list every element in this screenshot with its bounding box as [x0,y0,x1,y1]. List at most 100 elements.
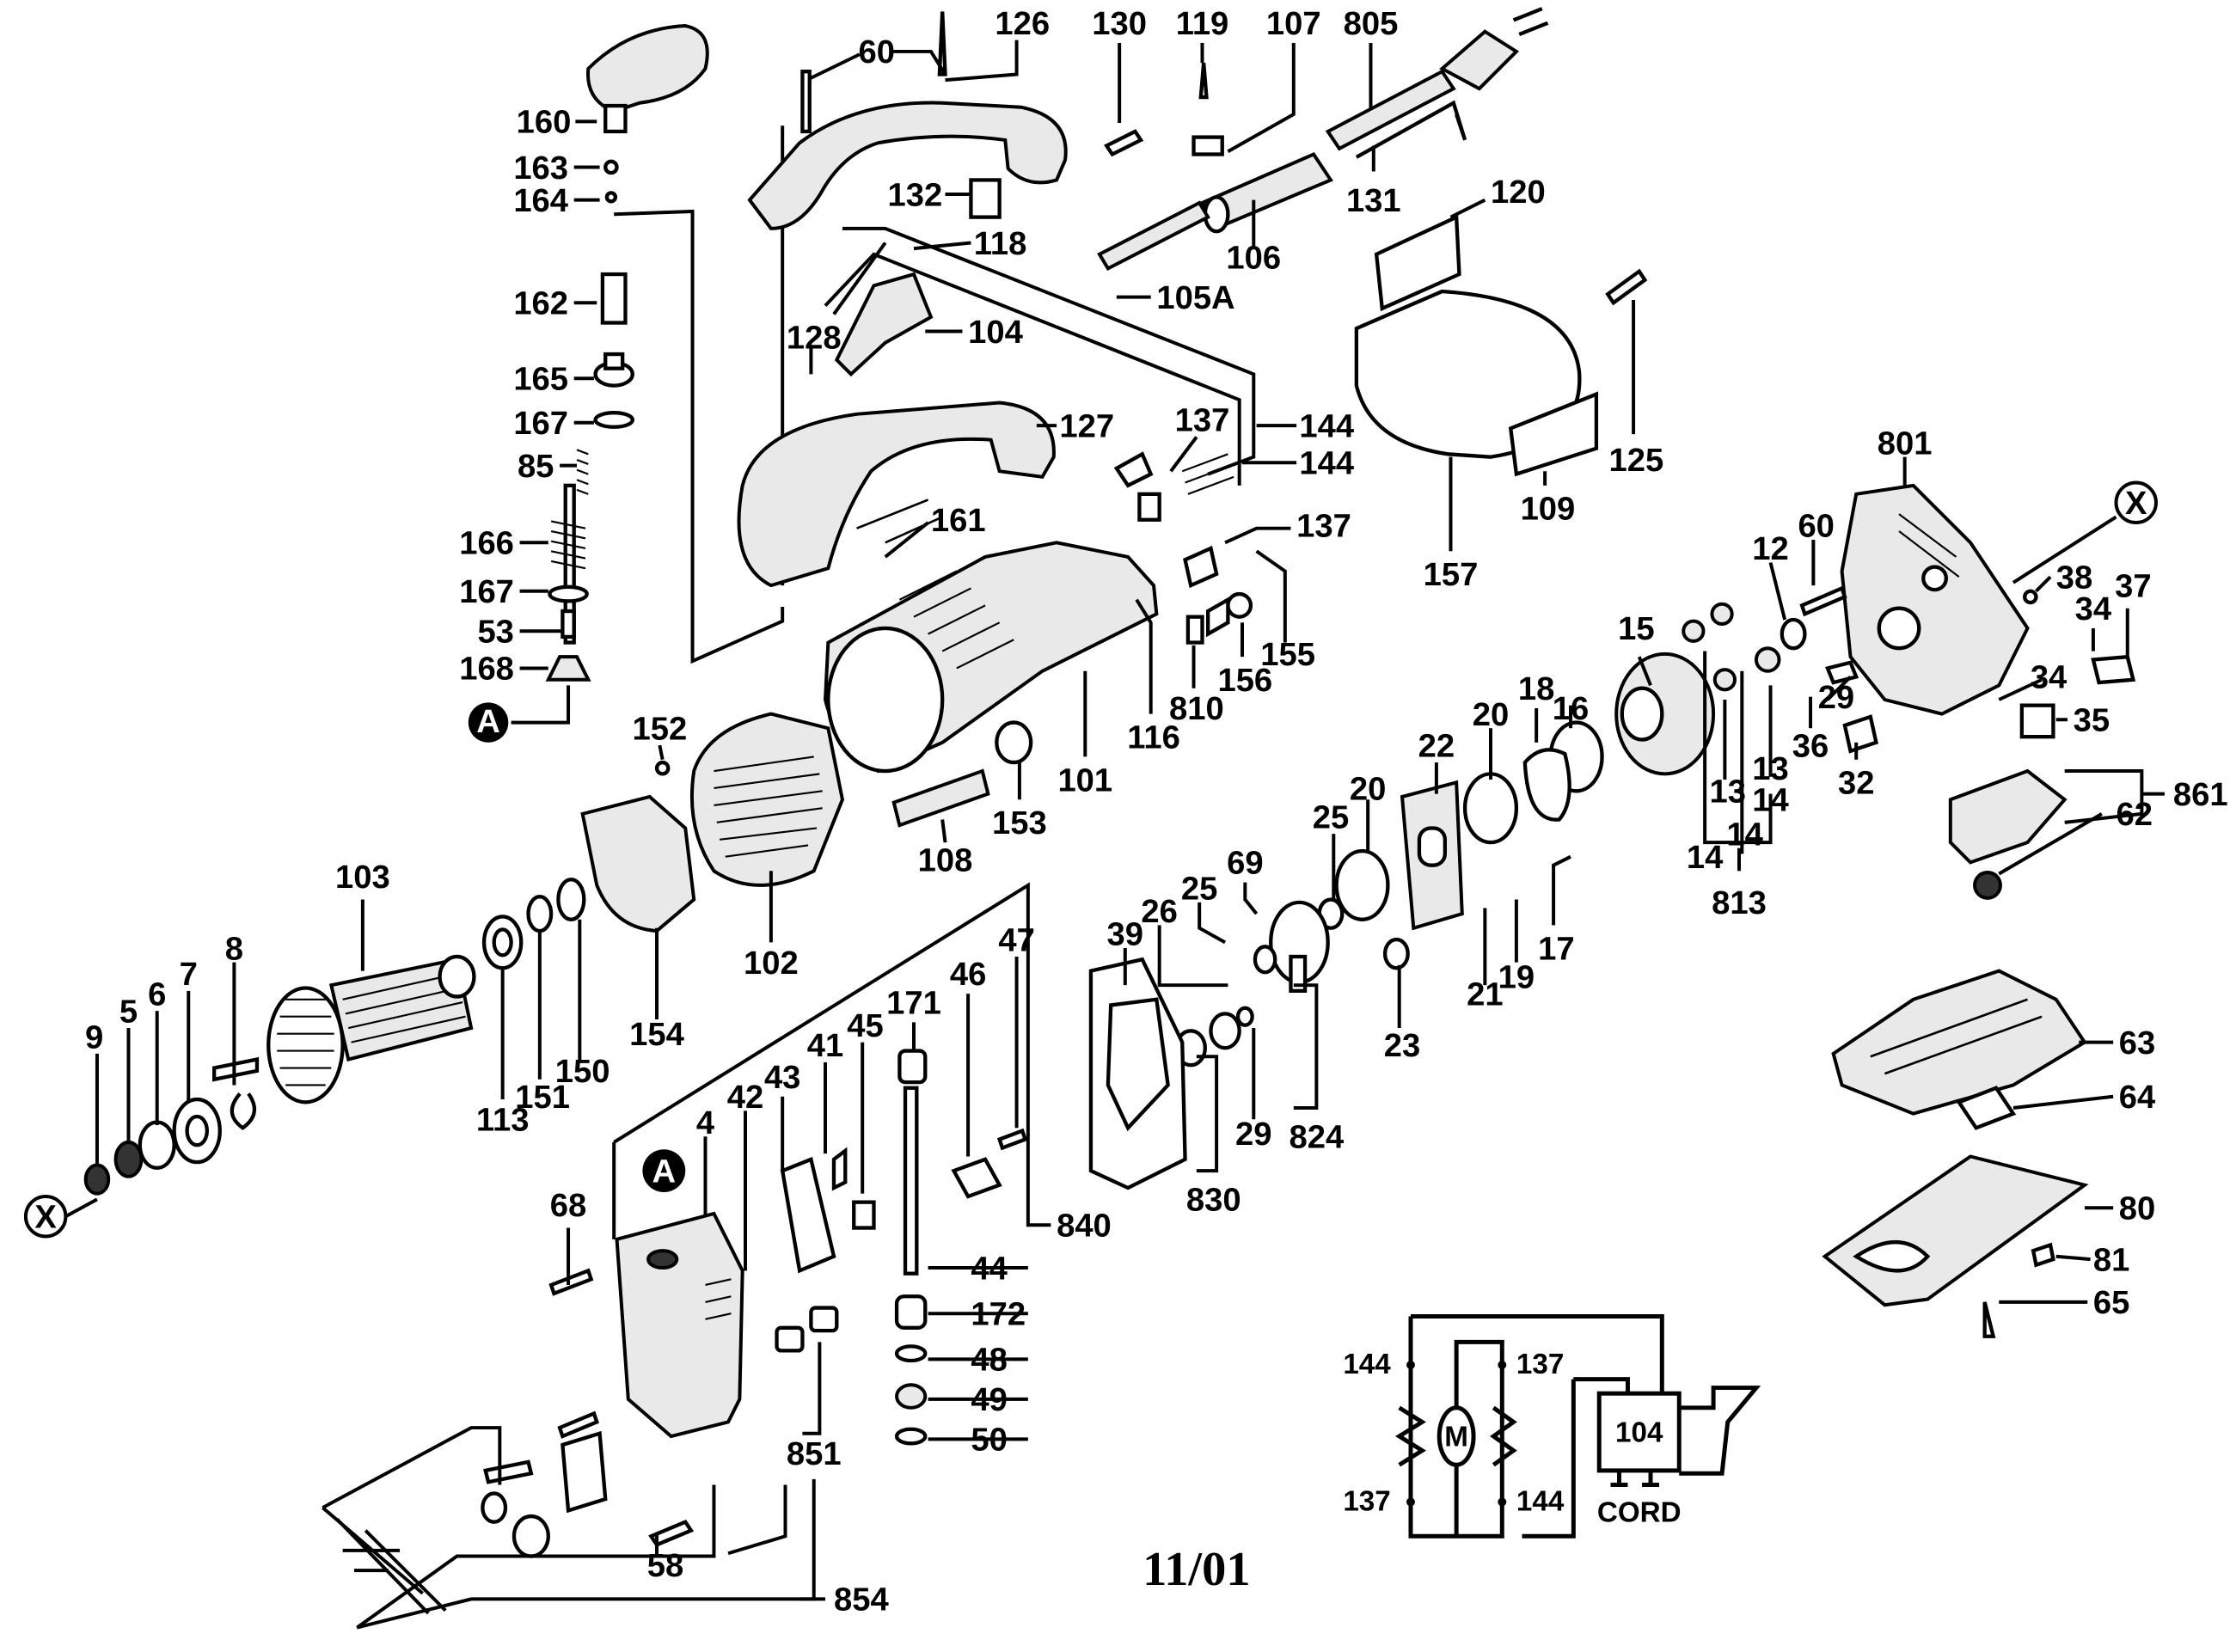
label-125: 125 [1609,442,1664,479]
label-32: 32 [1838,765,1874,802]
label-150: 150 [555,1053,610,1090]
label-20a: 20 [1473,696,1509,733]
label-154: 154 [629,1016,684,1053]
motor-symbol [1437,1405,1476,1467]
label-48: 48 [971,1342,1007,1379]
label-116: 116 [1127,719,1180,756]
label-101: 101 [1057,762,1112,798]
marker-a-bottom-circle [642,1149,686,1193]
label-131: 131 [1346,182,1401,219]
label-163: 163 [513,150,568,187]
marker-x-right-circle [2114,480,2158,525]
schematic-switch: 104 [1615,1417,1663,1449]
schematic-motor: M [1444,1422,1468,1453]
gear-case-drawing [615,1211,744,1439]
label-137b: 137 [1296,508,1351,545]
label-109: 109 [1521,491,1576,528]
label-21: 21 [1467,976,1503,1013]
label-851: 851 [787,1435,842,1472]
label-39: 39 [1107,916,1143,953]
label-127: 127 [1059,407,1114,444]
label-20b: 20 [1350,770,1386,807]
label-104: 104 [968,314,1023,351]
part-drawings [83,7,2136,1558]
label-830: 830 [1186,1182,1241,1219]
label-42: 42 [727,1079,763,1116]
label-60b: 60 [1798,508,1834,545]
label-60a: 60 [859,34,895,70]
label-47: 47 [998,921,1034,958]
knob-drawing [586,24,709,113]
label-58: 58 [647,1547,683,1584]
label-14c: 14 [1752,782,1789,819]
label-103: 103 [335,859,390,896]
schematic-137-right: 137 [1516,1349,1564,1380]
label-26: 26 [1141,893,1177,930]
label-107: 107 [1266,5,1321,42]
label-29a: 29 [1818,679,1854,716]
reference-markers: A A X X [23,480,2158,1239]
label-810: 810 [1169,690,1224,727]
label-805: 805 [1344,5,1399,42]
label-85: 85 [518,448,554,485]
schematic-144-right: 144 [1516,1485,1565,1517]
label-22: 22 [1418,727,1455,764]
label-113: 113 [476,1102,530,1139]
label-168: 168 [459,651,514,688]
label-153: 153 [992,805,1047,841]
label-17: 17 [1538,930,1574,967]
label-14b: 14 [1726,816,1763,853]
label-50: 50 [971,1422,1007,1459]
label-13b: 13 [1752,750,1788,787]
marker-a-top-circle [468,702,509,743]
label-120: 120 [1491,174,1546,211]
leader-lines [95,40,2165,1630]
label-13a: 13 [1709,774,1745,811]
schematic-144-left: 144 [1343,1349,1391,1380]
marker-x-left-circle [23,1195,68,1239]
label-166: 166 [459,525,514,562]
label-34b: 34 [2031,659,2068,696]
label-160: 160 [517,104,572,141]
marker-x-right: X [2125,485,2147,522]
label-64: 64 [2119,1079,2156,1116]
label-152: 152 [632,711,687,748]
label-144a: 144 [1299,407,1354,444]
label-23: 23 [1384,1027,1420,1064]
label-118: 118 [974,225,1027,262]
label-34a: 34 [2075,590,2112,627]
label-9: 9 [85,1019,103,1055]
base-plate-drawing [1822,1154,2089,1307]
label-106: 106 [1226,239,1281,276]
label-156: 156 [1217,662,1272,699]
label-137a: 137 [1175,402,1230,439]
marker-a-bottom: A [652,1153,677,1190]
label-171: 171 [886,984,941,1021]
label-161: 161 [931,502,986,539]
label-4: 4 [696,1104,715,1141]
label-12: 12 [1752,530,1788,567]
label-5: 5 [119,993,138,1030]
label-81: 81 [2093,1241,2129,1278]
label-36: 36 [1792,727,1829,764]
schematic-137-left: 137 [1343,1485,1390,1517]
label-25a: 25 [1313,798,1349,835]
label-854: 854 [834,1582,889,1618]
marker-a-top: A [476,703,500,740]
label-151: 151 [515,1079,570,1116]
label-80: 80 [2119,1190,2155,1227]
label-53: 53 [477,614,513,651]
housing-half-drawing [737,401,1056,588]
switch-box [1596,1391,1682,1473]
label-165: 165 [513,361,568,398]
label-157: 157 [1424,556,1479,593]
gear-housing-drawing [1840,483,2030,716]
part-number-labels: 160 163 164 162 165 167 85 166 167 53 16… [85,5,2228,1618]
label-7: 7 [180,956,198,993]
label-155: 155 [1260,636,1315,673]
label-164: 164 [513,182,568,219]
label-167b: 167 [459,573,514,610]
marker-x-left: X [34,1199,57,1236]
label-19: 19 [1498,959,1535,996]
